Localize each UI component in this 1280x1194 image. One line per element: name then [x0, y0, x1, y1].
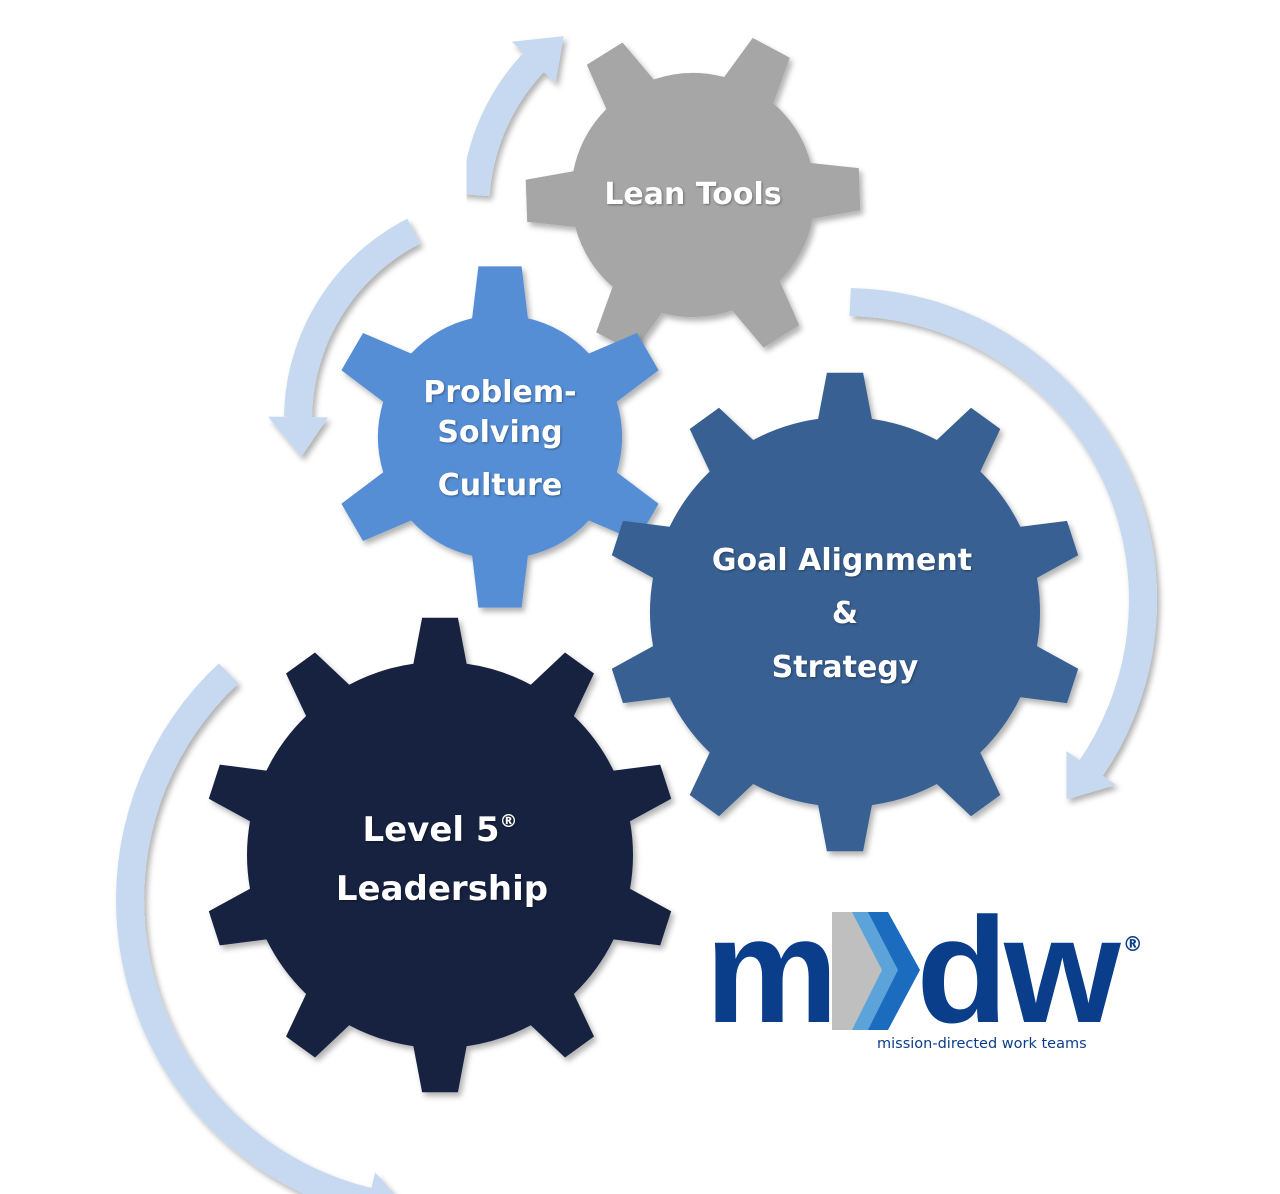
logo-m: m [705, 886, 838, 1054]
goal-alignment-line2: & [831, 596, 859, 631]
cycle-arrow-bottom-left [115, 663, 395, 1194]
arrowhead-icon [268, 416, 328, 457]
problem-solving-gear [341, 266, 659, 608]
logo-row: m dw ® [705, 895, 1143, 1045]
arrow-shaft [461, 52, 544, 197]
problem-solving-line1: Problem- [423, 375, 577, 410]
level5-text: Level 5 [362, 810, 500, 850]
logo-registered: ® [1122, 932, 1143, 956]
arrowhead-icon [369, 1172, 395, 1194]
goal-alignment-line1: Goal Alignment [711, 543, 973, 578]
arrow-shaft [284, 218, 421, 418]
logo-wordmark: m dw [705, 895, 1121, 1045]
arrowhead-icon [511, 36, 564, 83]
level5-gear [208, 617, 672, 1093]
level5-line2: Leadership [335, 869, 549, 909]
lean-tools-gear [525, 37, 861, 353]
lean-tools-label: Lean Tools [604, 177, 782, 212]
goal-alignment-line3: Strategy [771, 650, 919, 685]
problem-solving-line2: Solving [437, 415, 563, 450]
logo-chevrons-icon [832, 912, 921, 1030]
logo-dw: dw [916, 886, 1120, 1054]
level5-line1: Level 5® [362, 810, 518, 850]
goal-alignment-gear [611, 372, 1079, 852]
cycle-arrow-left-upper [268, 218, 421, 457]
cycle-arrow-top [461, 36, 564, 197]
problem-solving-line3: Culture [437, 468, 563, 503]
logo-tagline: mission-directed work teams [877, 1036, 1087, 1052]
registered-mark: ® [499, 811, 518, 832]
mdw-logo: m dw ® mission-directed work teams [705, 895, 1145, 1062]
arrow-shaft [849, 288, 1158, 776]
arrow-shaft [115, 663, 372, 1194]
arrowhead-icon [1066, 751, 1116, 800]
cycle-arrow-right [849, 288, 1158, 800]
